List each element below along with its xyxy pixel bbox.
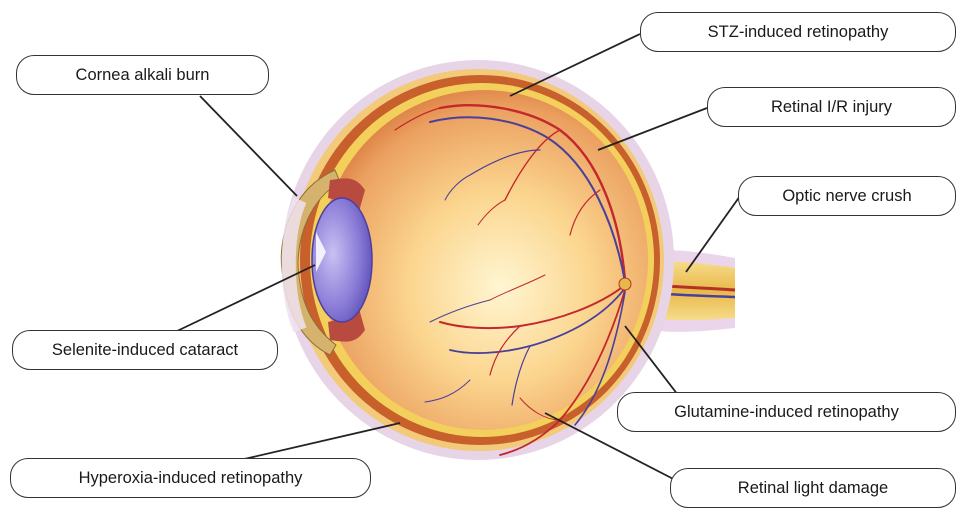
label-hyperoxia-induced-retinopathy: Hyperoxia-induced retinopathy xyxy=(10,458,371,498)
label-retinal-light-damage: Retinal light damage xyxy=(670,468,956,508)
label-retinal-ir-injury: Retinal I/R injury xyxy=(707,87,956,127)
label-optic-nerve-crush: Optic nerve crush xyxy=(738,176,956,216)
label-glutamine-induced-retinopathy: Glutamine-induced retinopathy xyxy=(617,392,956,432)
label-stz-induced-retinopathy: STZ-induced retinopathy xyxy=(640,12,956,52)
label-cornea-alkali-burn: Cornea alkali burn xyxy=(16,55,269,95)
optic-disc xyxy=(619,278,631,290)
label-selenite-induced-cataract: Selenite-induced cataract xyxy=(12,330,278,370)
